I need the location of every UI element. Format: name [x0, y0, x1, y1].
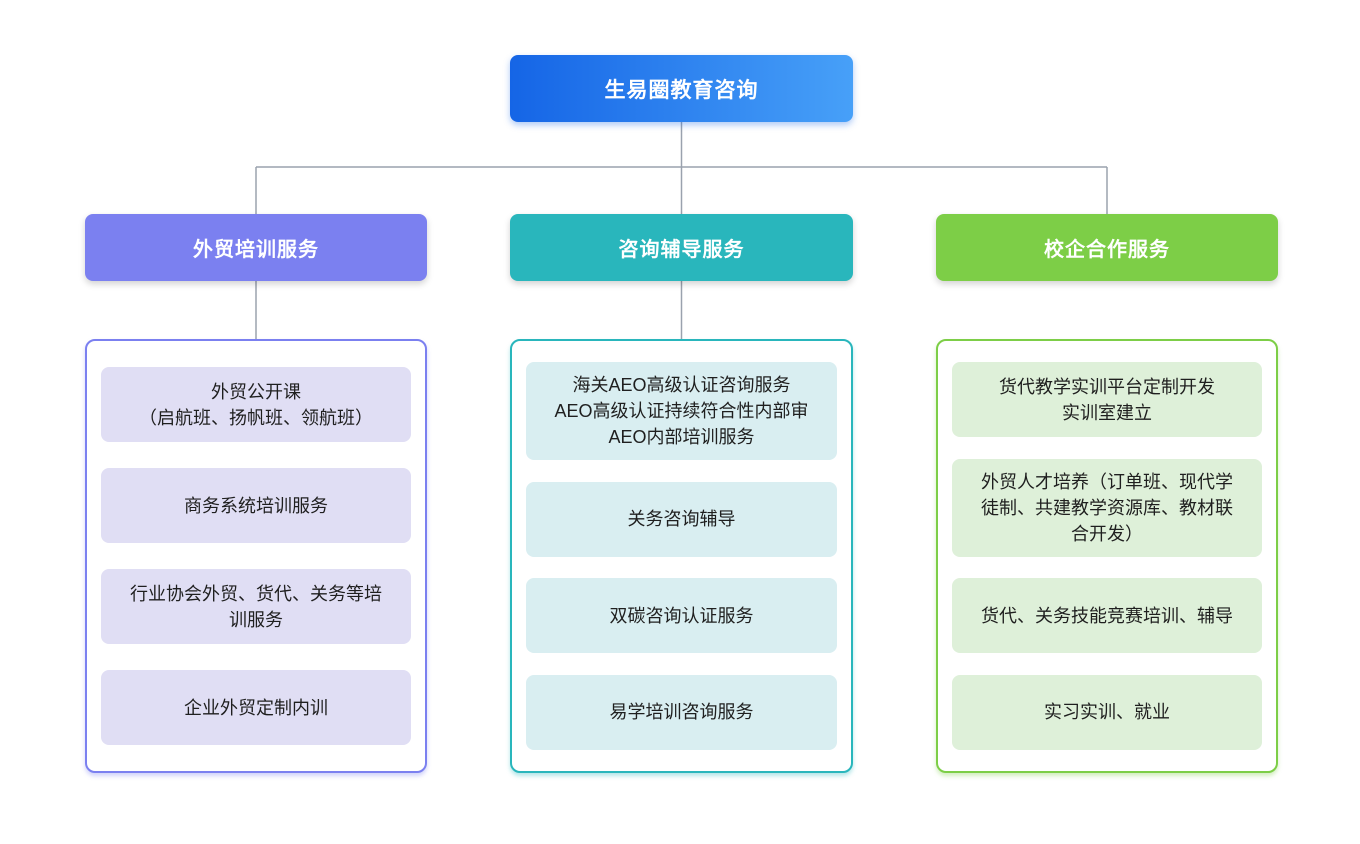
root-node[interactable]: 生易圈教育咨询 — [510, 55, 853, 122]
service-item[interactable]: 双碳咨询认证服务 — [526, 578, 837, 654]
service-item[interactable]: 货代教学实训平台定制开发 实训室建立 — [952, 362, 1262, 438]
service-item-text: 关务咨询辅导 — [627, 509, 736, 530]
service-item[interactable]: 关务咨询辅导 — [526, 481, 837, 557]
service-item[interactable]: 海关AEO高级认证咨询服务 AEO高级认证持续符合性内部审 AEO内部培训服务 — [526, 362, 837, 461]
service-item-text: 货代教学实训平台定制开发 实训室建立 — [999, 376, 1215, 423]
service-item-text: 企业外贸定制内训 — [184, 697, 328, 718]
service-item-text: 双碳咨询认证服务 — [609, 605, 754, 626]
service-item[interactable]: 行业协会外贸、货代、关务等培训服务 — [101, 569, 411, 644]
service-item[interactable]: 实习实训、就业 — [952, 674, 1262, 750]
branch-header-label: 外贸培训服务 — [193, 239, 319, 261]
service-item[interactable]: 外贸公开课 （启航班、扬帆班、领航班） — [101, 367, 411, 442]
branch-header-label: 校企合作服务 — [1044, 239, 1170, 261]
branch-header-foreign-trade-training[interactable]: 外贸培训服务 — [85, 214, 427, 281]
service-item-text: 海关AEO高级认证咨询服务 AEO高级认证持续符合性内部审 AEO内部培训服务 — [554, 375, 809, 448]
service-item-text: 行业协会外贸、货代、关务等培训服务 — [130, 583, 382, 630]
service-item[interactable]: 外贸人才培养（订单班、现代学徒制、共建教学资源库、教材联合开发） — [952, 458, 1262, 557]
service-item-text: 货代、关务技能竞赛培训、辅导 — [981, 605, 1233, 626]
service-item[interactable]: 商务系统培训服务 — [101, 468, 411, 543]
branch-group-foreign-trade-training: 外贸公开课 （启航班、扬帆班、领航班） 商务系统培训服务 行业协会外贸、货代、关… — [85, 339, 427, 773]
service-item-text: 实习实训、就业 — [1044, 702, 1170, 723]
branch-header-school-enterprise-cooperation[interactable]: 校企合作服务 — [936, 214, 1278, 281]
service-item-text: 商务系统培训服务 — [184, 495, 328, 516]
branch-group-school-enterprise-cooperation: 货代教学实训平台定制开发 实训室建立 外贸人才培养（订单班、现代学徒制、共建教学… — [936, 339, 1278, 773]
branch-header-consulting-coaching[interactable]: 咨询辅导服务 — [510, 214, 853, 281]
service-item-text: 易学培训咨询服务 — [609, 702, 754, 723]
branch-group-consulting-coaching: 海关AEO高级认证咨询服务 AEO高级认证持续符合性内部审 AEO内部培训服务 … — [510, 339, 853, 773]
service-item[interactable]: 企业外贸定制内训 — [101, 670, 411, 745]
service-item-text: 外贸人才培养（订单班、现代学徒制、共建教学资源库、教材联合开发） — [981, 471, 1233, 544]
root-node-label: 生易圈教育咨询 — [604, 78, 759, 102]
service-item[interactable]: 易学培训咨询服务 — [526, 674, 837, 750]
service-item[interactable]: 货代、关务技能竞赛培训、辅导 — [952, 578, 1262, 654]
branch-header-label: 咨询辅导服务 — [618, 239, 745, 261]
service-item-text: 外贸公开课 （启航班、扬帆班、领航班） — [139, 381, 373, 428]
